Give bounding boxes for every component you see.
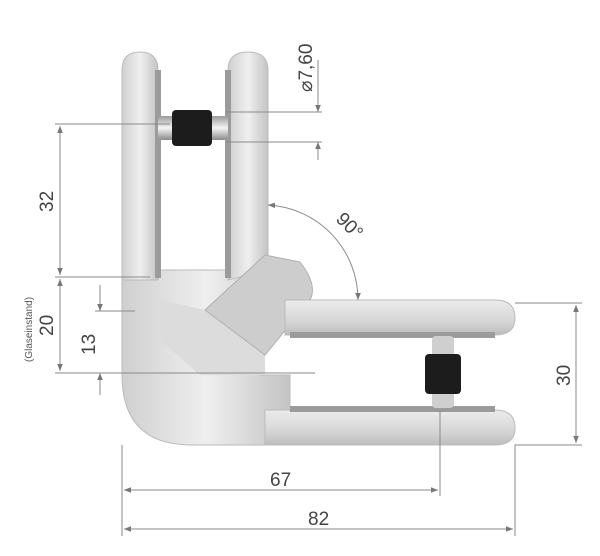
dim-13-label: 13: [79, 334, 100, 355]
vertical-plate-left: [121, 51, 159, 281]
horizontal-plate-top: [284, 299, 516, 336]
dim-32-label: 32: [37, 191, 58, 212]
rubber-sleeve-upper: [172, 110, 212, 146]
dim-20-label: 20: [37, 315, 58, 336]
dim-67-label: 67: [270, 470, 291, 491]
dim-30-label: 30: [554, 365, 575, 386]
glass-insertion-note: (Glaseinstand): [24, 297, 35, 362]
glass-slot-right: [225, 70, 231, 278]
glass-slot-left: [155, 70, 161, 278]
rubber-sleeve-lower: [425, 354, 461, 394]
vertical-plate-right: [227, 51, 269, 281]
horizontal-plate-bottom: [264, 409, 516, 446]
dimension-lines: [55, 60, 582, 536]
dim-82-label: 82: [308, 509, 329, 530]
glass-slot-bottom: [290, 406, 495, 412]
glass-slot-top: [290, 332, 495, 338]
angle-label: 90°: [331, 209, 366, 244]
diameter-label: ⌀7,60: [296, 44, 317, 92]
clamp-body-lower: [160, 300, 265, 375]
